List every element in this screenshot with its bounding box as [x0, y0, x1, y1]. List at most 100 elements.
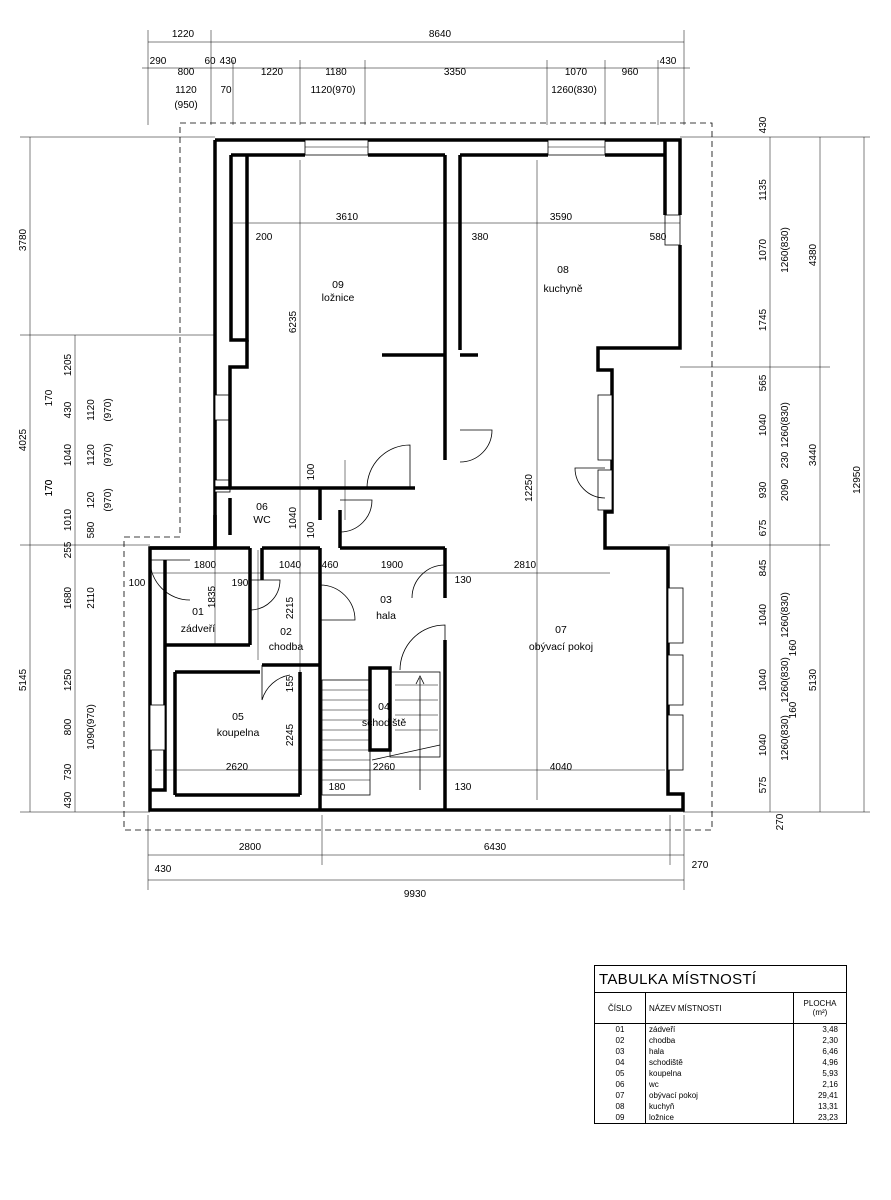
- dimension-label: 100: [306, 521, 317, 538]
- row-number: 02: [595, 1035, 646, 1046]
- dimension-label: 960: [622, 67, 639, 78]
- row-area: 23,23: [793, 1112, 846, 1123]
- dimension-label: 1040: [279, 560, 302, 571]
- room-04-number: 04: [378, 701, 390, 713]
- dimension-label: 160: [788, 701, 799, 718]
- header-name: NÁZEV MÍSTNOSTI: [645, 993, 794, 1024]
- header-number: ČÍSLO: [595, 993, 646, 1024]
- row-number: 03: [595, 1046, 646, 1057]
- dimension-label: 270: [692, 860, 709, 871]
- interior-dimension-lines: [153, 160, 680, 800]
- header-area-line1: PLOCHA: [803, 999, 837, 1008]
- row-name: chodba: [649, 1036, 676, 1045]
- row-number: 04: [595, 1057, 646, 1068]
- dimension-label: 3590: [550, 212, 573, 223]
- row-name: ložnice: [649, 1113, 674, 1122]
- dimension-label: 1040: [758, 668, 769, 691]
- dimension-label: 12950: [852, 466, 863, 494]
- row-area: 5,93: [793, 1068, 846, 1079]
- outer-walls: [148, 138, 685, 812]
- dimension-label: 1205: [63, 353, 74, 376]
- dimension-label: 430: [660, 56, 677, 67]
- dimension-label: 2810: [514, 560, 537, 571]
- room-08-number: 08: [557, 264, 569, 276]
- room-07-name: obývací pokoj: [529, 641, 593, 653]
- dimension-label: 1040: [288, 506, 299, 529]
- room-06-name: WC: [253, 514, 271, 526]
- dimension-label: 70: [220, 85, 232, 96]
- room-07-number: 07: [555, 624, 567, 636]
- dimension-label: 100: [306, 463, 317, 480]
- dimension-label: 1260(830): [551, 85, 597, 96]
- dimension-label: 1135: [758, 179, 769, 201]
- room-04-name: schodiště: [362, 717, 407, 729]
- dimension-label: 1120: [86, 444, 97, 466]
- room-01-name: zádveří: [181, 623, 216, 635]
- dimension-label: 5145: [18, 668, 29, 691]
- row-area: 2,16: [793, 1079, 846, 1090]
- row-area: 4,96: [793, 1057, 846, 1068]
- dimension-label: 4040: [550, 762, 573, 773]
- dimension-label: 255: [63, 541, 74, 558]
- exterior-dimension-lines: [20, 30, 870, 890]
- dimension-label: 1220: [261, 67, 284, 78]
- dimension-label: (970): [103, 488, 114, 511]
- room-05-name: koupelna: [217, 727, 260, 739]
- dimension-label: 155: [285, 675, 296, 692]
- dimension-label: 130: [455, 575, 472, 586]
- interior-walls: [150, 155, 478, 810]
- row-area: 13,31: [793, 1101, 846, 1112]
- room-03-number: 03: [380, 594, 392, 606]
- dimension-label: 675: [758, 519, 769, 536]
- dimension-label: 380: [472, 232, 489, 243]
- row-number: 06: [595, 1079, 646, 1090]
- dimension-label: 565: [758, 374, 769, 391]
- dimension-label: 430: [63, 401, 74, 418]
- room-05-number: 05: [232, 711, 244, 723]
- dimension-label: 3780: [18, 228, 29, 251]
- room-02-name: chodba: [269, 641, 304, 653]
- dimension-label: (970): [103, 398, 114, 421]
- dimension-label: 3440: [808, 443, 819, 466]
- room-09-number: 09: [332, 279, 344, 291]
- room-table-title: TABULKA MÍSTNOSTÍ: [595, 966, 846, 993]
- dimension-label: 1070: [758, 238, 769, 261]
- dimension-label: 460: [322, 560, 339, 571]
- dimension-label: 1260(830): [780, 657, 791, 703]
- dimension-label: 1260(830): [780, 592, 791, 638]
- dimension-label: 1250: [63, 668, 74, 691]
- dimension-label: 200: [256, 232, 273, 243]
- staircase: [321, 671, 441, 796]
- dimension-texts-top: 1220 8640 290 800 60 430 1220 1180 3350 …: [150, 29, 677, 111]
- dimension-label: 1120(970): [311, 85, 356, 96]
- dimension-label: 430: [220, 56, 237, 67]
- dimension-label: 120: [86, 491, 97, 508]
- dimension-label: 930: [758, 481, 769, 498]
- dimension-label: 800: [63, 718, 74, 735]
- header-area: PLOCHA (m²): [793, 993, 846, 1024]
- room-09-name: ložnice: [322, 292, 355, 304]
- row-name: obývací pokoj: [649, 1091, 698, 1100]
- dimension-label: 12250: [524, 474, 535, 502]
- dimension-label: 575: [758, 776, 769, 793]
- dimension-label: 1120: [86, 399, 97, 421]
- row-number: 08: [595, 1101, 646, 1112]
- dimension-label: 580: [650, 232, 667, 243]
- dimension-label: 9930: [404, 889, 427, 900]
- dimension-label: 3610: [336, 212, 359, 223]
- dimension-label: 430: [758, 116, 769, 133]
- room-08-name: kuchyně: [543, 283, 582, 295]
- room-01-number: 01: [192, 606, 204, 618]
- room-03-name: hala: [376, 610, 396, 622]
- dimension-label: 1835: [207, 585, 218, 608]
- dimension-label: 1040: [758, 413, 769, 436]
- header-area-line2: (m²): [812, 1008, 828, 1017]
- dimension-label: 1800: [194, 560, 217, 571]
